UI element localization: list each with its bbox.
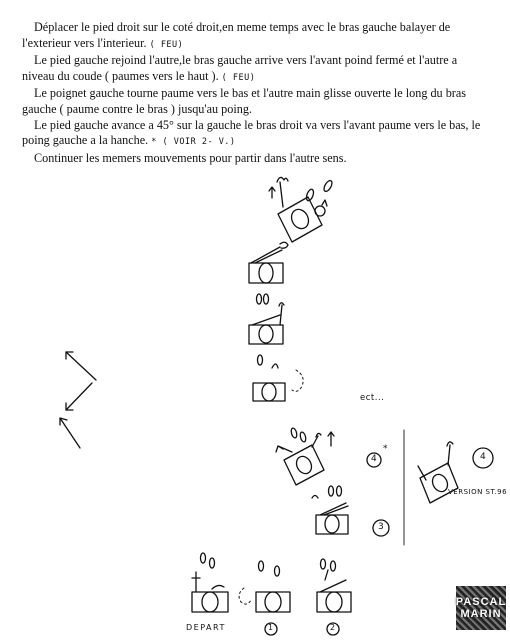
figure-step-4-rotated bbox=[275, 427, 335, 486]
instruction-text-5: Continuer les memers mouvements pour par… bbox=[34, 150, 347, 165]
author-logo: PASCAL MARIN bbox=[456, 586, 506, 630]
direction-arrows bbox=[59, 351, 97, 449]
figure-version-st96 bbox=[417, 441, 459, 504]
figure-step-c bbox=[252, 354, 304, 402]
instruction-text-4: Le pied gauche avance a 45° sur la gauch… bbox=[22, 117, 481, 148]
rotation-arrow bbox=[238, 587, 252, 605]
step-2-circle bbox=[326, 622, 340, 636]
handwritten-note-feu-2: ( FEU) bbox=[221, 72, 256, 83]
instruction-paragraph-4: Le pied gauche avance a 45° sur la gauch… bbox=[22, 118, 492, 151]
step-3-circle bbox=[372, 519, 390, 537]
instruction-paragraph-5: Continuer les memers mouvements pour par… bbox=[22, 151, 492, 167]
figure-step-2 bbox=[316, 558, 352, 613]
figure-step-b bbox=[248, 293, 285, 345]
step-1-label: 1 bbox=[268, 623, 275, 632]
instruction-paragraph-3: Le poignet gauche tourne paume vers le b… bbox=[22, 86, 492, 117]
step-4-asterisk: * bbox=[383, 444, 389, 454]
handwritten-note-feu-1: ( FEU) bbox=[149, 39, 184, 50]
instruction-paragraph-1: Déplacer le pied droit sur le coté droit… bbox=[22, 20, 492, 53]
step-2-label: 2 bbox=[330, 623, 337, 632]
version-label: VERSION ST.96 bbox=[448, 488, 508, 496]
figure-top-rotated bbox=[268, 176, 333, 243]
step-4-label: 4 bbox=[371, 454, 379, 464]
logo-line-2: MARIN bbox=[460, 608, 502, 620]
figure-depart bbox=[191, 552, 229, 613]
logo-line-1: PASCAL bbox=[455, 596, 507, 608]
instruction-text-1: Déplacer le pied droit sur le coté droit… bbox=[22, 20, 451, 50]
figure-step-a bbox=[248, 241, 289, 284]
figure-step-1 bbox=[255, 560, 291, 613]
step-1-circle bbox=[264, 622, 278, 636]
handwritten-note-voir: * ( VOIR 2- V.) bbox=[151, 137, 236, 148]
step-4-circle bbox=[366, 452, 382, 468]
instruction-text: Déplacer le pied droit sur le coté droit… bbox=[22, 20, 492, 166]
instruction-text-3: Le poignet gauche tourne paume vers le b… bbox=[22, 86, 467, 116]
figure-step-3 bbox=[311, 485, 349, 535]
step-4-alt-label: 4 bbox=[480, 452, 488, 462]
instruction-text-2: Le pied gauche rejoind l'autre,le bras g… bbox=[22, 53, 458, 83]
instruction-paragraph-2: Le pied gauche rejoind l'autre,le bras g… bbox=[22, 53, 492, 86]
etc-label: ect... bbox=[360, 393, 385, 403]
depart-label: DEPART bbox=[186, 623, 226, 632]
step-4-alt-circle bbox=[472, 447, 494, 469]
step-3-label: 3 bbox=[378, 522, 386, 532]
